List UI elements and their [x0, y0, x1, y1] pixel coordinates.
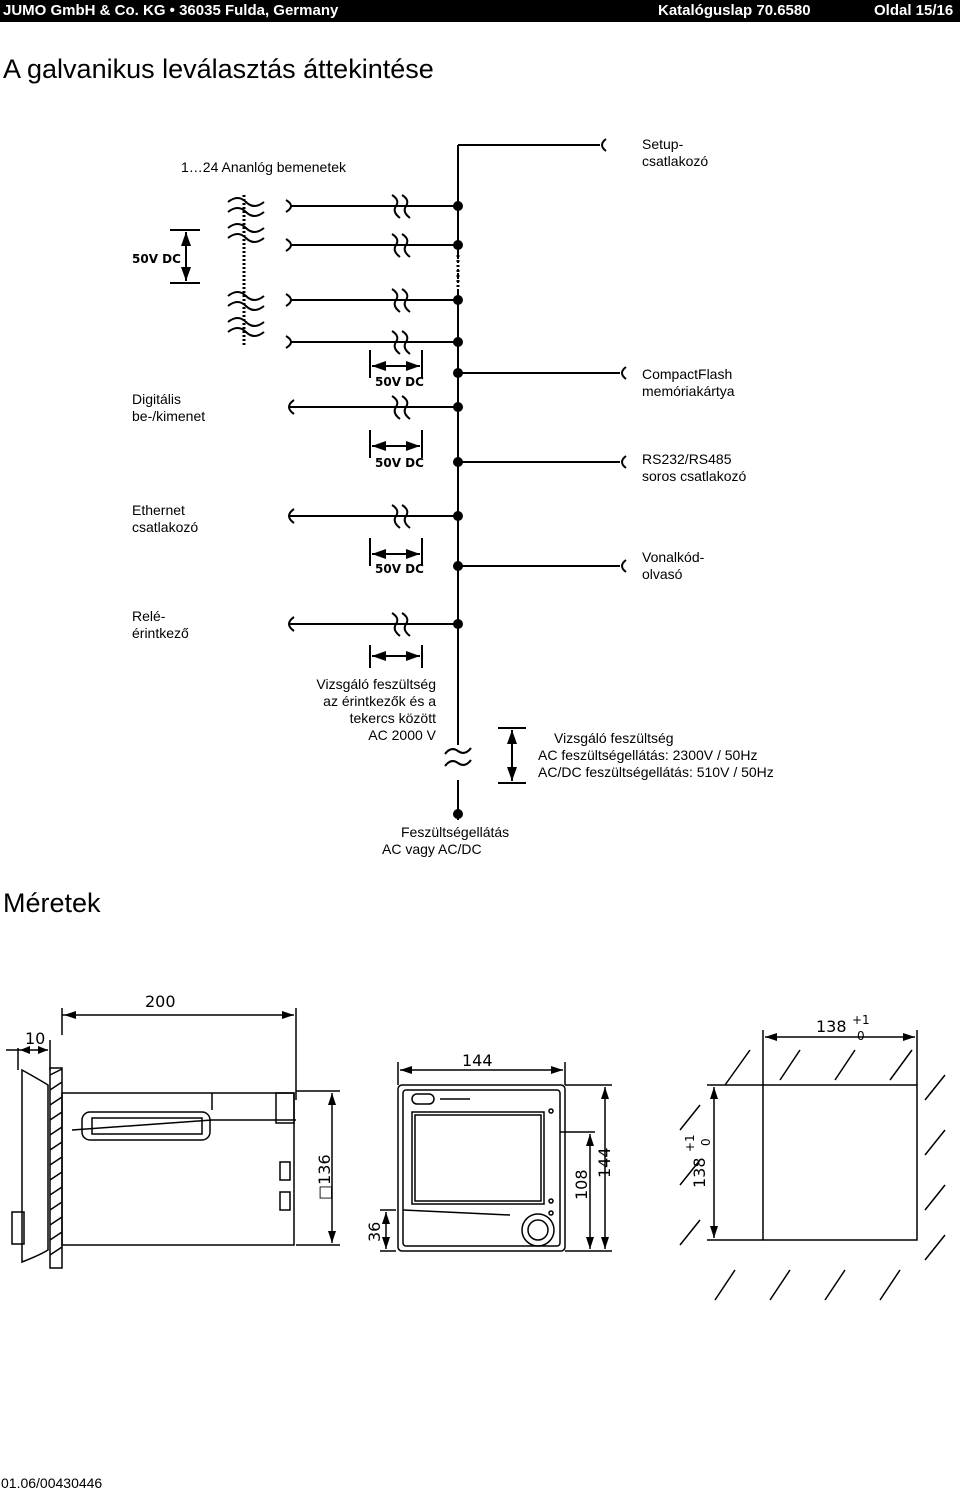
relay-test-voltage-label: Vizsgáló feszültség az érintkezők és a t…	[316, 676, 436, 743]
dimension-138-height: 138	[690, 1157, 709, 1188]
catalog-text: Katalóguslap 70.6580	[658, 2, 811, 19]
v50-label: 50V DC	[132, 252, 181, 266]
dimension-36: 36	[365, 1222, 384, 1242]
isolation-schematic: 50V DC 50V DC 50V DC 50V DC	[132, 138, 627, 820]
page-header: JUMO GmbH & Co. KG • 36035 Fulda, German…	[0, 0, 960, 22]
dimension-144-width: 144	[462, 1051, 493, 1070]
supply-test-voltage-label: Vizsgáló feszültség AC feszültségellátás…	[538, 730, 774, 780]
dimension-200: 200	[145, 992, 176, 1011]
company-text: JUMO GmbH & Co. KG • 36035 Fulda, German…	[3, 2, 339, 19]
analog-inputs-label: 1…24 Ananlóg bemenetek	[181, 159, 347, 175]
section-title-isolation: A galvanikus leválasztás áttekintése	[3, 54, 434, 84]
dimension-108: 108	[572, 1169, 591, 1200]
dimension-138-width: 138	[816, 1017, 847, 1036]
relay-label: Relé- érintkező	[132, 608, 189, 641]
tolerance-zero: 0	[699, 1138, 713, 1146]
compactflash-label: CompactFlash memóriakártya	[642, 366, 735, 399]
setup-connector-label: Setup- csatlakozó	[642, 136, 709, 169]
page-number: Oldal 15/16	[874, 2, 954, 19]
dimension-144-height: 144	[595, 1147, 614, 1178]
document-code: 01.06/00430446	[1, 1475, 103, 1491]
tolerance-zero: 0	[857, 1029, 865, 1043]
section-title-dimensions: Méretek	[3, 888, 101, 918]
dimension-136: □136	[315, 1154, 334, 1200]
v50-label: 50V DC	[375, 375, 424, 389]
dimension-10: 10	[25, 1029, 45, 1048]
power-supply-label: Feszültségellátás AC vagy AC/DC	[382, 824, 510, 857]
tolerance-plus: +1	[683, 1134, 697, 1152]
serial-connector-label: RS232/RS485 soros csatlakozó	[642, 451, 747, 484]
v50-label: 50V DC	[375, 456, 424, 470]
digital-io-label: Digitális be-/kimenet	[132, 391, 206, 424]
barcode-reader-label: Vonalkód- olvasó	[642, 549, 705, 582]
v50-label: 50V DC	[375, 562, 424, 576]
ethernet-label: Ethernet csatlakozó	[132, 502, 199, 535]
tolerance-plus: +1	[852, 1013, 870, 1027]
